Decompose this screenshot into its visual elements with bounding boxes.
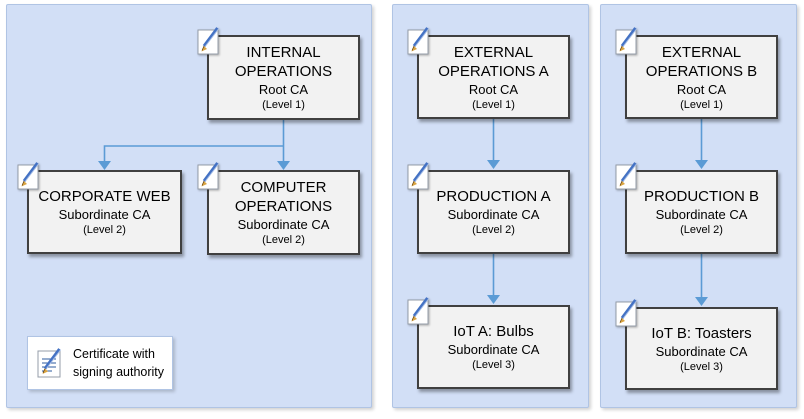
node-title: IoT B: Toasters bbox=[651, 324, 752, 342]
node-title: INTERNAL OPERATIONS bbox=[234, 44, 333, 80]
ca-node-computer-operations: COMPUTER OPERATIONS Subordinate CA (Leve… bbox=[197, 162, 360, 255]
node-role: Subordinate CA bbox=[655, 207, 748, 222]
node-title: EXTERNAL OPERATIONS A bbox=[438, 43, 549, 80]
node-level: (Level 1) bbox=[680, 98, 723, 111]
node-role: Root CA bbox=[468, 81, 519, 97]
ca-node-corporate-web: CORPORATE WEB Subordinate CA (Level 2) bbox=[17, 162, 182, 254]
node-role: Subordinate CA bbox=[447, 342, 540, 357]
ca-node-internal-operations-root: INTERNAL OPERATIONS Root CA (Level 1) bbox=[197, 27, 360, 120]
node-level: (Level 1) bbox=[472, 98, 515, 111]
certificate-signing-icon bbox=[615, 299, 639, 327]
legend: Certificate with signing authority bbox=[27, 336, 173, 390]
node-level: (Level 2) bbox=[83, 224, 126, 236]
node-title: EXTERNAL OPERATIONS B bbox=[645, 43, 758, 80]
node-role: Subordinate CA bbox=[655, 343, 748, 359]
node-role: Subordinate CA bbox=[58, 207, 151, 222]
node-level: (Level 2) bbox=[472, 224, 515, 236]
certificate-signing-icon bbox=[197, 27, 221, 55]
node-role: Root CA bbox=[676, 81, 727, 97]
certificate-signing-icon bbox=[615, 27, 639, 55]
ca-node-production-b: PRODUCTION B Subordinate CA (Level 2) bbox=[615, 162, 778, 254]
node-role: Subordinate CA bbox=[447, 207, 540, 222]
node-role: Root CA bbox=[258, 82, 309, 97]
ca-node-iot-b-toasters: IoT B: Toasters Subordinate CA (Level 3) bbox=[615, 299, 778, 390]
node-level: (Level 3) bbox=[472, 359, 515, 371]
node-level: (Level 2) bbox=[262, 234, 305, 246]
node-level: (Level 1) bbox=[262, 99, 305, 111]
ca-node-external-operations-b-root: EXTERNAL OPERATIONS B Root CA (Level 1) bbox=[615, 27, 778, 119]
ca-node-production-a: PRODUCTION A Subordinate CA (Level 2) bbox=[407, 162, 570, 254]
ca-node-external-operations-a-root: EXTERNAL OPERATIONS A Root CA (Level 1) bbox=[407, 27, 570, 119]
certificate-signing-icon bbox=[407, 27, 431, 55]
node-title: COMPUTER OPERATIONS bbox=[234, 179, 333, 215]
node-title: PRODUCTION B bbox=[643, 188, 759, 205]
certificate-signing-icon bbox=[17, 162, 41, 190]
node-title: PRODUCTION A bbox=[436, 188, 551, 205]
node-role: Subordinate CA bbox=[237, 217, 330, 232]
legend-label: Certificate with signing authority bbox=[73, 347, 165, 379]
node-level: (Level 3) bbox=[680, 360, 723, 373]
node-title: CORPORATE WEB bbox=[38, 188, 171, 205]
node-title: IoT A: Bulbs bbox=[453, 323, 534, 340]
certificate-signing-icon bbox=[37, 348, 63, 378]
certificate-signing-icon bbox=[407, 297, 431, 325]
node-level: (Level 2) bbox=[680, 224, 723, 236]
ca-node-iot-a-bulbs: IoT A: Bulbs Subordinate CA (Level 3) bbox=[407, 297, 570, 389]
certificate-signing-icon bbox=[407, 162, 431, 190]
certificate-signing-icon bbox=[197, 162, 221, 190]
certificate-signing-icon bbox=[615, 162, 639, 190]
